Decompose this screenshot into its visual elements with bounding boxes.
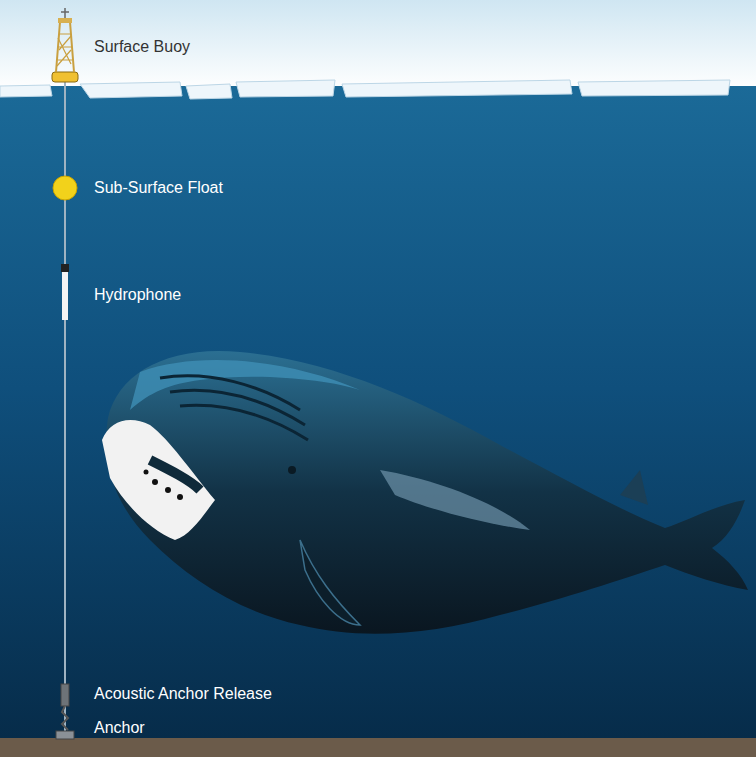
part-label: Hydrophone: [94, 285, 181, 305]
ice-floes: [0, 80, 730, 99]
hydrophone: [61, 264, 69, 320]
part-label: Surface Buoy: [94, 37, 190, 57]
sub-surface-float: [53, 176, 77, 200]
sky: [0, 0, 756, 90]
anchor: [56, 706, 74, 739]
bowhead-whale: [102, 351, 748, 634]
acoustic-anchor-release: [61, 684, 69, 706]
sea: [0, 86, 756, 757]
surface-buoy: [52, 8, 78, 82]
part-label: Acoustic Anchor Release: [94, 684, 272, 704]
part-label: Anchor: [94, 718, 145, 738]
part-label: Sub-Surface Float: [94, 178, 223, 198]
seafloor: [0, 738, 756, 757]
